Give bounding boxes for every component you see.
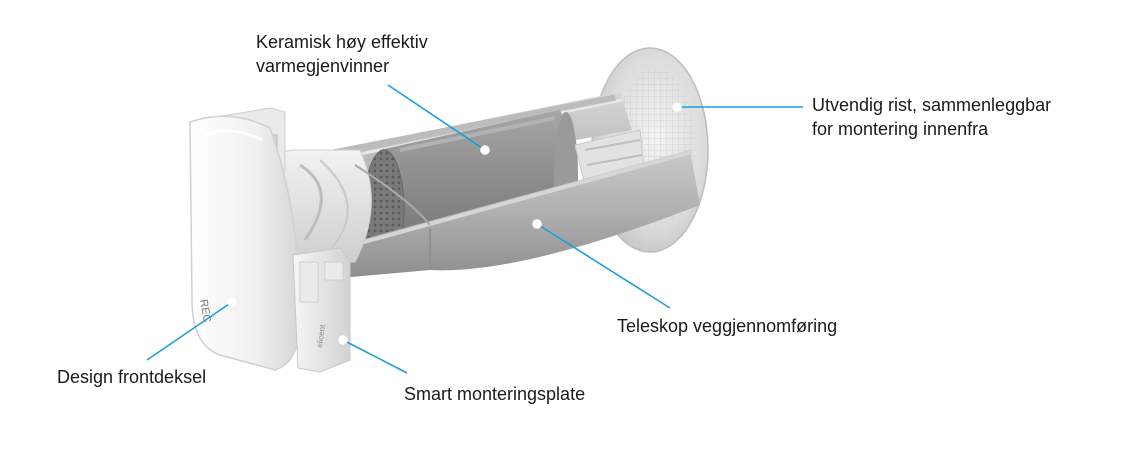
callout-line-front-cover xyxy=(146,301,233,361)
callout-dot-heat-exchanger xyxy=(480,145,490,155)
callout-line-heat-exchanger xyxy=(387,84,486,151)
callout-line-mounting-plate xyxy=(342,339,408,374)
callout-dot-front-cover xyxy=(227,297,237,307)
mounting-plate: elicent xyxy=(292,247,351,373)
telescope-tube-front xyxy=(330,150,700,278)
callout-dot-outer-grill xyxy=(672,102,682,112)
label-mounting-plate: Smart monteringsplate xyxy=(404,384,586,404)
callout-dot-mounting-plate xyxy=(338,335,348,345)
label-telescope: Teleskop veggjennomføring xyxy=(617,316,838,336)
callout-dot-telescope xyxy=(532,219,542,229)
label-outer-grill: Utvendig rist, sammenleggbar for monteri… xyxy=(812,95,1052,139)
label-heat-exchanger: Keramisk høy effektiv varmegjenvinner xyxy=(256,32,428,76)
brand-logo: elicent xyxy=(315,323,327,348)
callout-line-telescope xyxy=(536,223,671,309)
callouts xyxy=(146,84,803,374)
label-front-cover: Design frontdeksel xyxy=(57,367,207,387)
